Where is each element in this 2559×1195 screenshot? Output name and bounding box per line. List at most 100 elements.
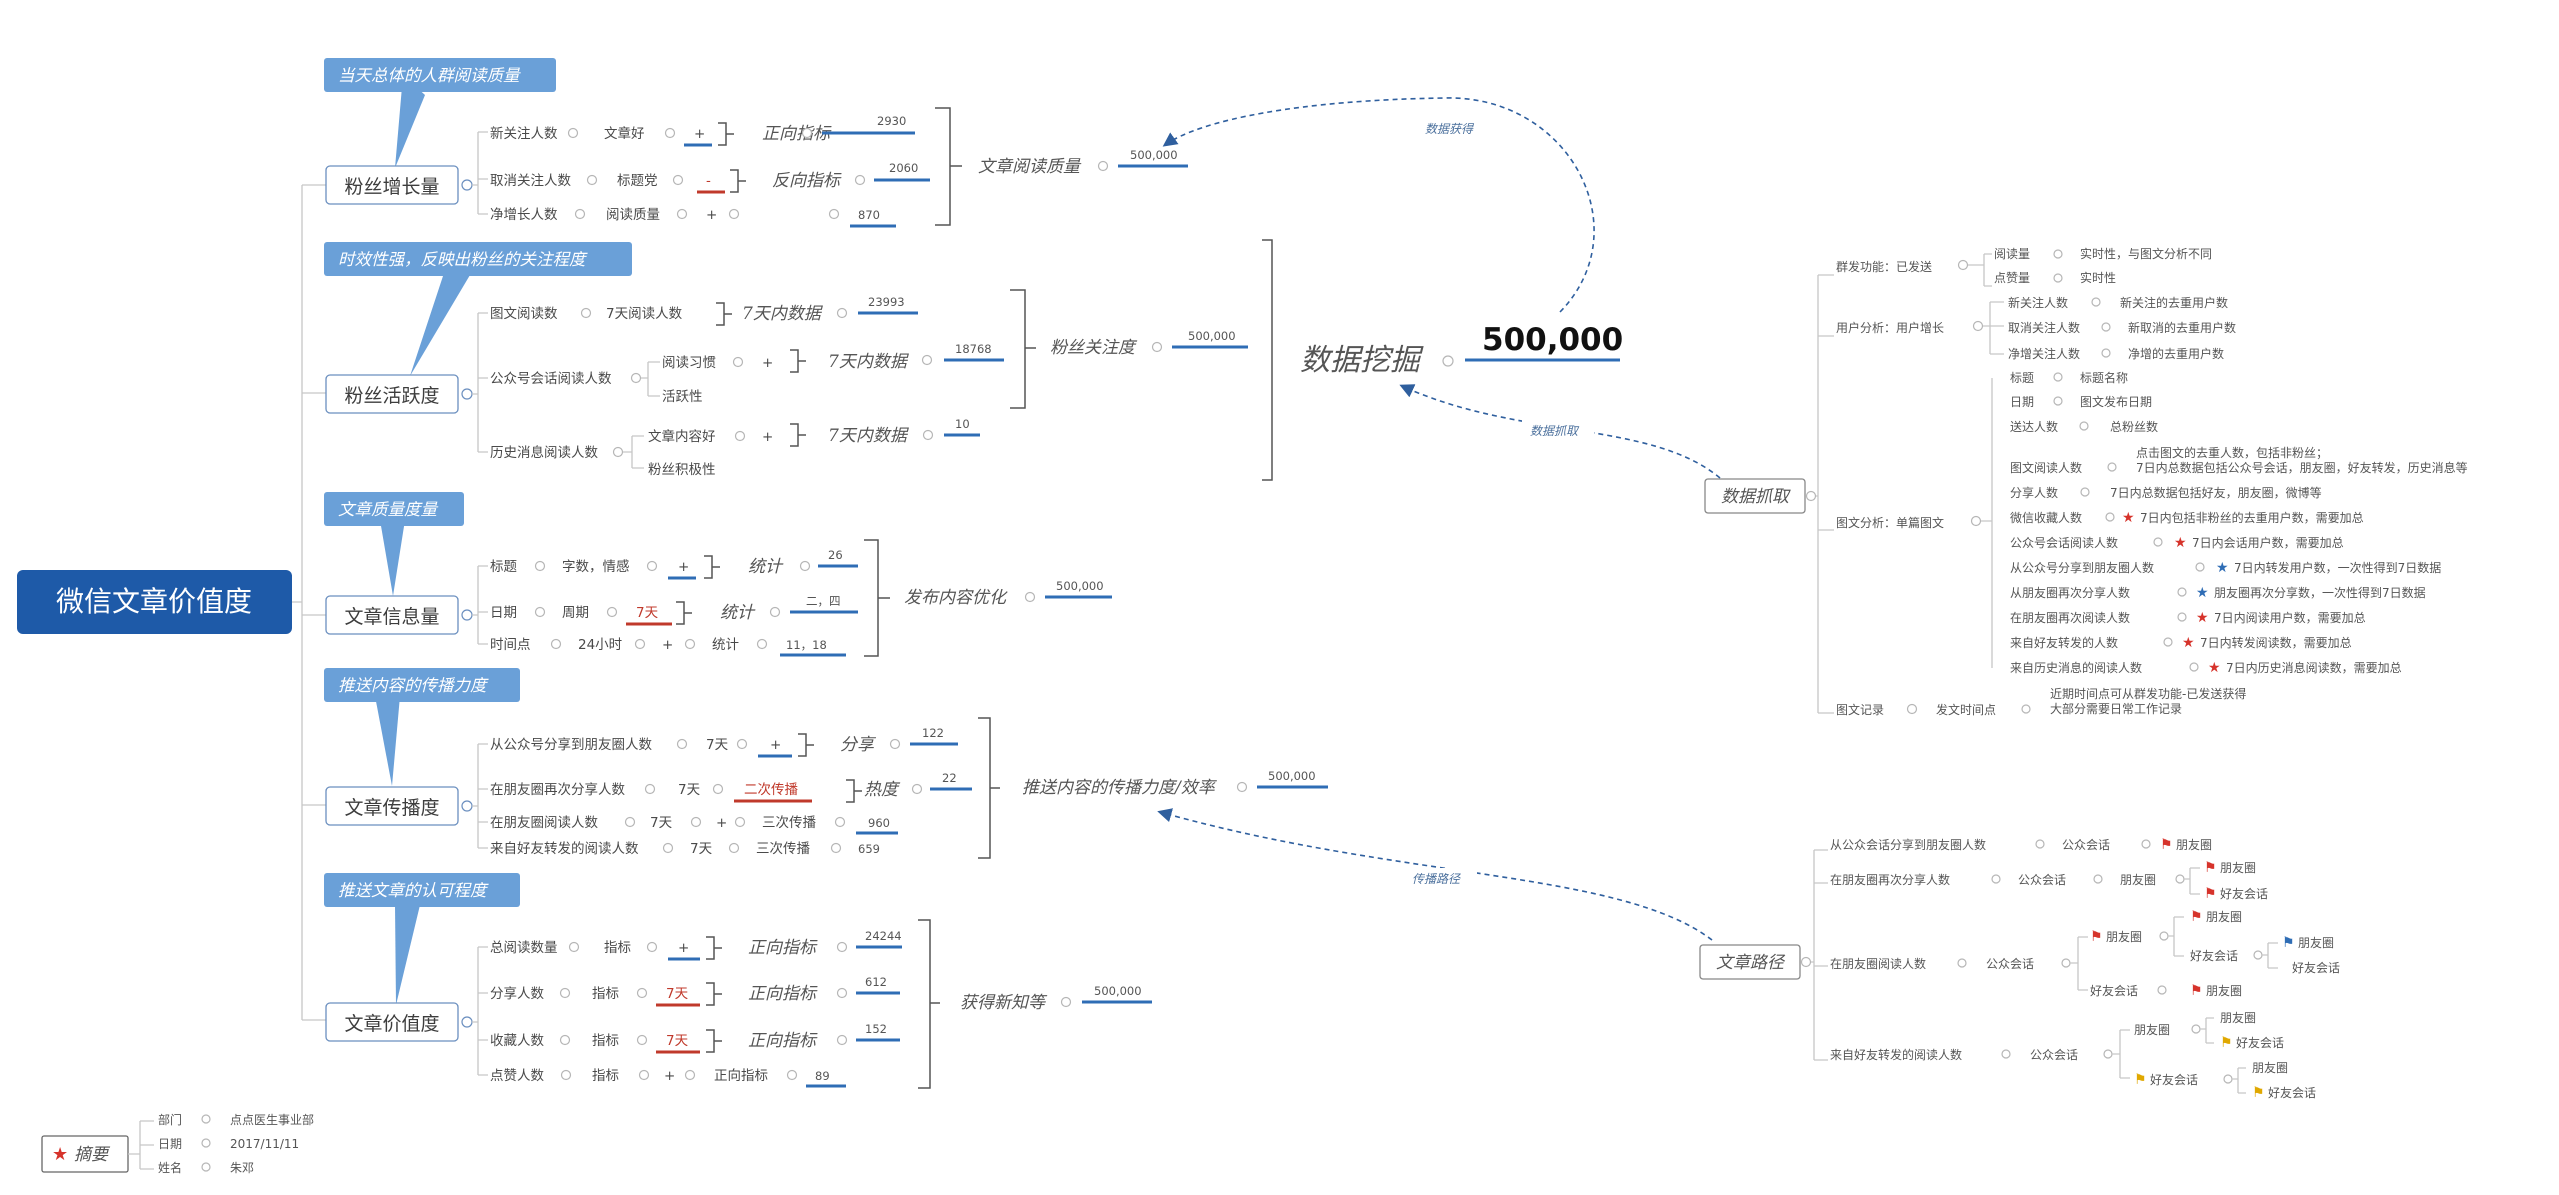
collapse-icon[interactable] xyxy=(1024,591,1036,603)
collapse-icon[interactable] xyxy=(836,941,848,953)
branch-node-fans-growth[interactable] xyxy=(325,165,459,205)
collapse-icon[interactable] xyxy=(630,372,642,384)
collapse-icon[interactable] xyxy=(728,842,740,854)
collapse-icon[interactable] xyxy=(911,783,923,795)
collapse-icon[interactable] xyxy=(568,941,580,953)
collapse-icon[interactable] xyxy=(2223,1074,2233,1084)
collapse-icon[interactable] xyxy=(612,446,624,458)
path-node[interactable] xyxy=(1699,944,1801,980)
collapse-icon[interactable] xyxy=(606,606,618,618)
collapse-icon[interactable] xyxy=(1097,160,1109,172)
collapse-icon[interactable] xyxy=(828,208,840,220)
collapse-icon[interactable] xyxy=(786,1069,798,1081)
collapse-icon[interactable] xyxy=(830,842,842,854)
collapse-icon[interactable] xyxy=(574,208,586,220)
collapse-icon[interactable] xyxy=(664,127,676,139)
collapse-icon[interactable] xyxy=(2195,562,2205,572)
collapse-icon[interactable] xyxy=(889,738,901,750)
collapse-icon[interactable] xyxy=(636,987,648,999)
collapse-icon[interactable] xyxy=(2103,1049,2113,1059)
collapse-icon[interactable] xyxy=(461,388,473,400)
collapse-icon[interactable] xyxy=(2107,462,2117,472)
collapse-icon[interactable] xyxy=(586,174,598,186)
collapse-icon[interactable] xyxy=(801,127,813,139)
collapse-icon[interactable] xyxy=(2053,273,2063,283)
collapse-icon[interactable] xyxy=(922,429,934,441)
collapse-icon[interactable] xyxy=(2101,322,2111,332)
collapse-icon[interactable] xyxy=(560,1069,572,1081)
collapse-icon[interactable] xyxy=(734,816,746,828)
collapse-icon[interactable] xyxy=(638,1069,650,1081)
collapse-icon[interactable] xyxy=(728,208,740,220)
collapse-icon[interactable] xyxy=(2189,662,2199,672)
collapse-icon[interactable] xyxy=(2093,874,2103,884)
collapse-icon[interactable] xyxy=(2053,372,2063,382)
collapse-icon[interactable] xyxy=(1957,259,1969,271)
collapse-icon[interactable] xyxy=(836,987,848,999)
collapse-icon[interactable] xyxy=(1151,341,1163,353)
collapse-icon[interactable] xyxy=(1972,320,1984,332)
collapse-icon[interactable] xyxy=(2153,537,2163,547)
collapse-icon[interactable] xyxy=(1060,996,1072,1008)
collapse-icon[interactable] xyxy=(676,738,688,750)
collapse-icon[interactable] xyxy=(1442,355,1454,367)
collapse-icon[interactable] xyxy=(662,842,674,854)
collapse-icon[interactable] xyxy=(736,738,748,750)
collapse-icon[interactable] xyxy=(1800,956,1812,968)
collapse-icon[interactable] xyxy=(854,174,866,186)
collapse-icon[interactable] xyxy=(2157,985,2167,995)
collapse-icon[interactable] xyxy=(2177,612,2187,622)
collapse-icon[interactable] xyxy=(690,816,702,828)
collapse-icon[interactable] xyxy=(534,560,546,572)
collapse-icon[interactable] xyxy=(756,638,768,650)
collapse-icon[interactable] xyxy=(2053,249,2063,259)
collapse-icon[interactable] xyxy=(644,783,656,795)
root-node[interactable]: 微信文章价值度 xyxy=(17,570,292,634)
collapse-icon[interactable] xyxy=(2101,348,2111,358)
collapse-icon[interactable] xyxy=(461,609,473,621)
collapse-icon[interactable] xyxy=(461,179,473,191)
collapse-icon[interactable] xyxy=(580,307,592,319)
branch-node-article-info[interactable] xyxy=(325,595,459,635)
collapse-icon[interactable] xyxy=(1236,781,1248,793)
collapse-icon[interactable] xyxy=(921,354,933,366)
collapse-icon[interactable] xyxy=(201,1138,211,1148)
collapse-icon[interactable] xyxy=(2163,637,2173,647)
collapse-icon[interactable] xyxy=(646,560,658,572)
collapse-icon[interactable] xyxy=(672,174,684,186)
collapse-icon[interactable] xyxy=(2253,950,2263,960)
collapse-icon[interactable] xyxy=(201,1162,211,1172)
collapse-icon[interactable] xyxy=(1906,703,1918,715)
collapse-icon[interactable] xyxy=(2061,958,2071,968)
collapse-icon[interactable] xyxy=(836,307,848,319)
collapse-icon[interactable] xyxy=(634,638,646,650)
collapse-icon[interactable] xyxy=(567,127,579,139)
collapse-icon[interactable] xyxy=(2175,874,2185,884)
collapse-icon[interactable] xyxy=(624,816,636,828)
collapse-icon[interactable] xyxy=(1805,490,1817,502)
collapse-icon[interactable] xyxy=(769,606,781,618)
branch-node-spread[interactable] xyxy=(325,786,459,826)
collapse-icon[interactable] xyxy=(2177,587,2187,597)
collapse-icon[interactable] xyxy=(559,987,571,999)
collapse-icon[interactable] xyxy=(834,816,846,828)
collapse-icon[interactable] xyxy=(550,638,562,650)
capture-node[interactable] xyxy=(1704,478,1806,514)
collapse-icon[interactable] xyxy=(836,1034,848,1046)
collapse-icon[interactable] xyxy=(2091,297,2101,307)
collapse-icon[interactable] xyxy=(2021,704,2031,714)
collapse-icon[interactable] xyxy=(636,1034,648,1046)
collapse-icon[interactable] xyxy=(712,783,724,795)
collapse-icon[interactable] xyxy=(732,356,744,368)
collapse-icon[interactable] xyxy=(2001,1049,2011,1059)
collapse-icon[interactable] xyxy=(201,1114,211,1124)
collapse-icon[interactable] xyxy=(2035,839,2045,849)
collapse-icon[interactable] xyxy=(2191,1024,2201,1034)
collapse-icon[interactable] xyxy=(734,430,746,442)
collapse-icon[interactable] xyxy=(461,1016,473,1028)
collapse-icon[interactable] xyxy=(2053,396,2063,406)
collapse-icon[interactable] xyxy=(1957,958,1967,968)
branch-node-value[interactable] xyxy=(325,1002,459,1042)
collapse-icon[interactable] xyxy=(559,1034,571,1046)
collapse-icon[interactable] xyxy=(2141,839,2151,849)
